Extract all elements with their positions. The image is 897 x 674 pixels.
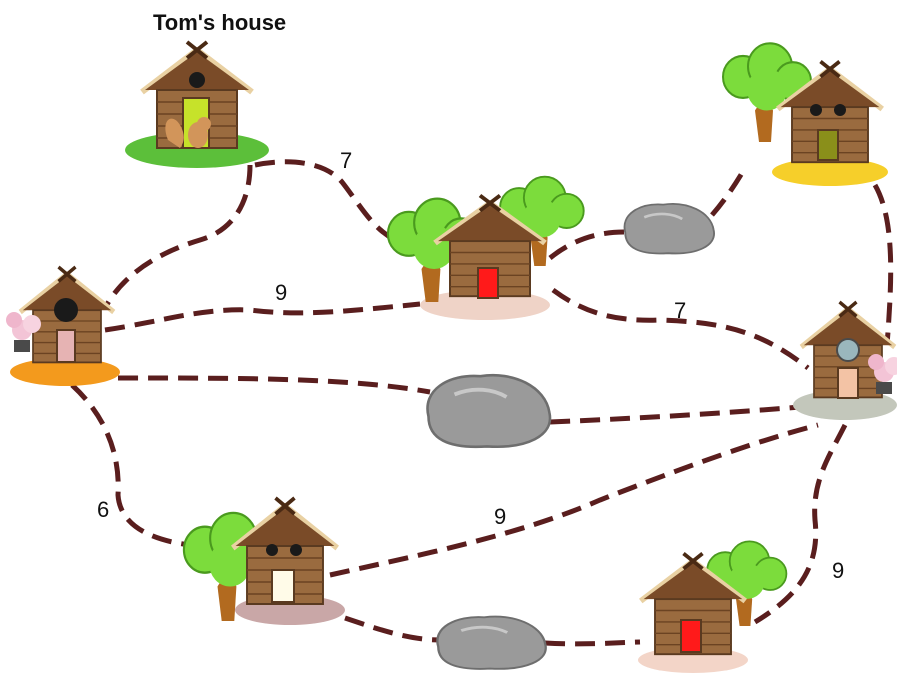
path-left-to-bottomleft xyxy=(70,383,191,548)
rock-top-right xyxy=(623,202,716,255)
edge-label: 7 xyxy=(674,298,686,323)
path-toms-to-center xyxy=(254,159,397,243)
rock-bottom xyxy=(435,614,548,671)
edge-label: 6 xyxy=(97,497,109,522)
house-right xyxy=(793,302,897,420)
house-top-right xyxy=(721,42,888,186)
edge-label: 7 xyxy=(340,148,352,173)
path-left-to-rock xyxy=(117,375,431,395)
house-bottom-left xyxy=(182,498,345,625)
house-center xyxy=(386,175,585,320)
paths-layer xyxy=(70,159,894,647)
path-center-to-right xyxy=(551,287,810,370)
path-toms-to-left xyxy=(102,164,253,310)
edge-label: 9 xyxy=(275,280,287,305)
path-rock-to-bottomright xyxy=(544,639,641,647)
edge-label: 9 xyxy=(832,558,844,583)
house-bottom-right xyxy=(638,540,788,673)
rock-middle xyxy=(425,373,552,449)
path-left-to-center xyxy=(104,301,421,333)
squirrel-icon xyxy=(165,117,211,148)
title-label: Tom's house xyxy=(153,10,286,35)
path-right-to-bottomright xyxy=(753,423,848,625)
path-bottomleft-to-rock xyxy=(344,615,441,643)
path-rock-to-right xyxy=(549,404,801,425)
path-topright-to-right xyxy=(872,183,894,346)
path-bottomleft-to-right xyxy=(329,422,819,578)
house-left xyxy=(6,267,120,386)
path-rock-to-topright xyxy=(710,166,748,217)
path-center-to-topright-rock xyxy=(548,229,626,260)
edge-label: 9 xyxy=(494,504,506,529)
house-toms xyxy=(125,42,269,168)
